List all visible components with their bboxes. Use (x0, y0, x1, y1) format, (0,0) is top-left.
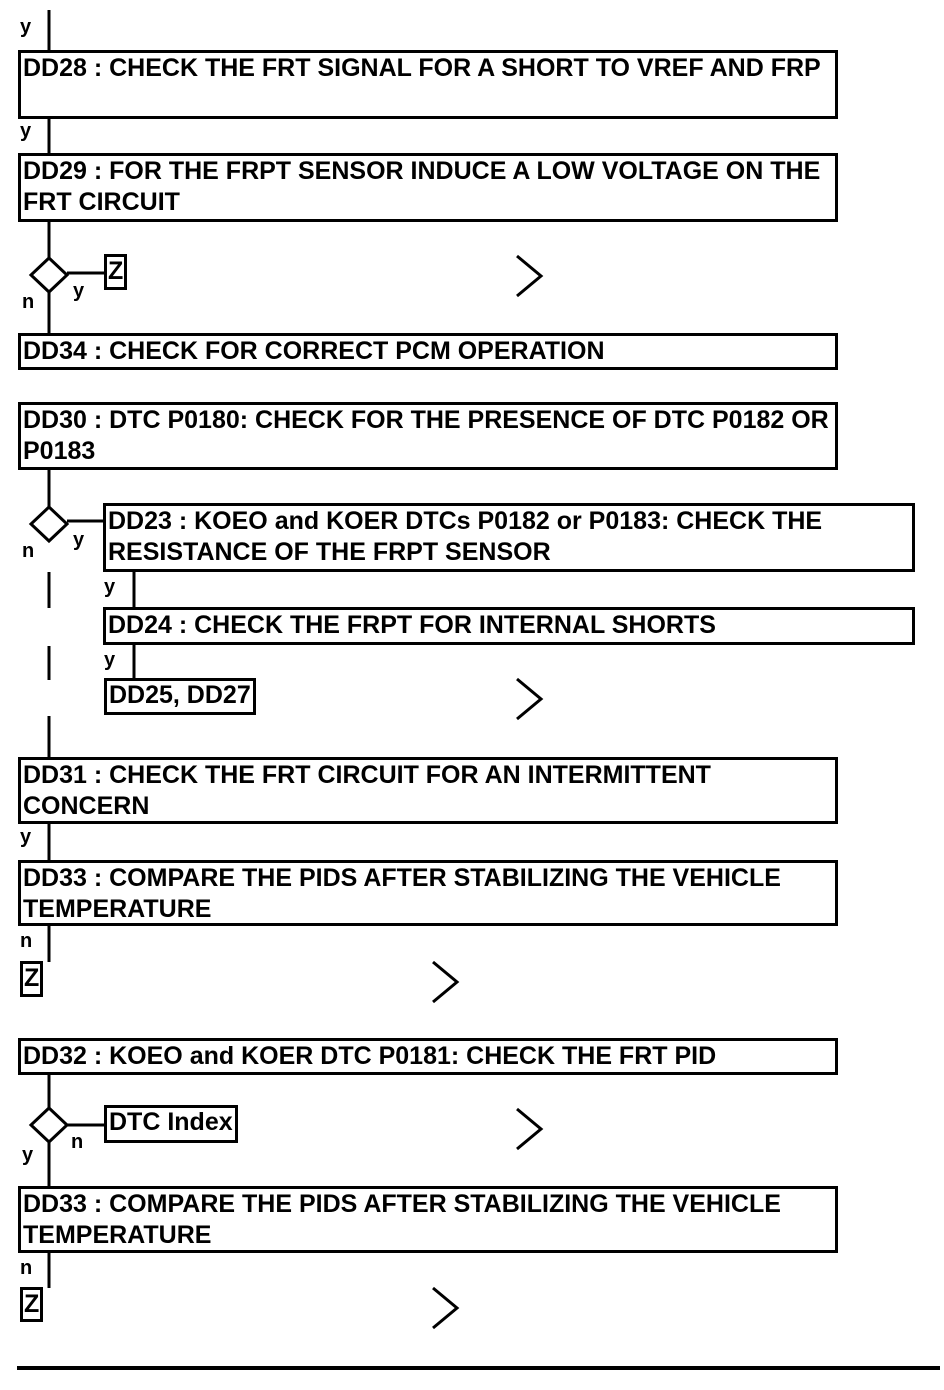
ref-z[interactable]: Z (20, 961, 44, 997)
branch-label-no: n (20, 930, 33, 952)
ref-dd25-dd27[interactable]: DD25, DD27 (104, 678, 256, 715)
decision-diamond-icon (28, 255, 70, 295)
chevron-right-icon (516, 254, 544, 298)
step-dd31[interactable]: DD31 : CHECK THE FRT CIRCUIT FOR AN INTE… (18, 757, 838, 824)
branch-label-no: n (22, 540, 35, 562)
ref-z[interactable]: Z (20, 1287, 44, 1322)
step-dd29[interactable]: DD29 : FOR THE FRPT SENSOR INDUCE A LOW … (18, 153, 838, 222)
ref-dtc-index[interactable]: DTC Index (104, 1105, 238, 1143)
step-dd34[interactable]: DD34 : CHECK FOR CORRECT PCM OPERATION (18, 333, 838, 370)
ref-z[interactable]: Z (104, 254, 128, 290)
step-dd33[interactable]: DD33 : COMPARE THE PIDS AFTER STABILIZIN… (18, 860, 838, 926)
branch-label-yes: y (104, 649, 116, 671)
branch-label-no: n (71, 1131, 84, 1153)
branch-label-yes: y (73, 529, 85, 551)
step-dd32[interactable]: DD32 : KOEO and KOER DTC P0181: CHECK TH… (18, 1038, 838, 1075)
branch-label-no: n (22, 291, 35, 313)
step-dd24[interactable]: DD24 : CHECK THE FRPT FOR INTERNAL SHORT… (103, 607, 915, 645)
branch-label-yes: y (20, 16, 32, 38)
step-dd28[interactable]: DD28 : CHECK THE FRT SIGNAL FOR A SHORT … (18, 50, 838, 119)
branch-label-yes: y (20, 120, 32, 142)
branch-label-yes: y (104, 576, 116, 598)
branch-label-yes: y (22, 1144, 34, 1166)
branch-label-yes: y (20, 826, 32, 848)
branch-label-yes: y (73, 280, 85, 302)
step-dd30[interactable]: DD30 : DTC P0180: CHECK FOR THE PRESENCE… (18, 402, 838, 470)
step-dd23[interactable]: DD23 : KOEO and KOER DTCs P0182 or P0183… (103, 503, 915, 572)
branch-label-no: n (20, 1257, 33, 1279)
step-dd33[interactable]: DD33 : COMPARE THE PIDS AFTER STABILIZIN… (18, 1186, 838, 1253)
